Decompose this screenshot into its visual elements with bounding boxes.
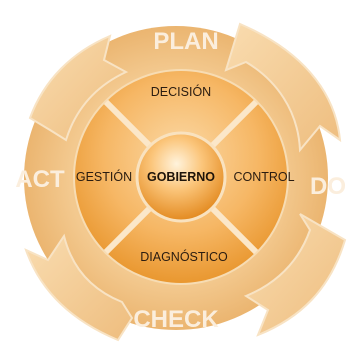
- label-act: ACT: [15, 166, 65, 193]
- cycle-arrow-top-right: [224, 22, 342, 153]
- cycle-arrow-bottom-left: [24, 233, 134, 342]
- segment-label-diagnostico: DIAGNÓSTICO: [140, 249, 228, 264]
- segment-label-gestion: GESTIÓN: [76, 169, 132, 184]
- center-circle: [135, 131, 227, 223]
- cycle-arrow-top-left: [28, 34, 129, 142]
- segment-label-control: CONTROL: [233, 170, 294, 184]
- inner-ring-outline: [73, 69, 289, 285]
- label-do: DO: [310, 173, 346, 200]
- label-plan: PLAN: [153, 28, 218, 55]
- label-check: CHECK: [133, 306, 219, 333]
- cycle-arrow-bottom-right: [243, 213, 347, 337]
- segment-label-decision: DECISIÓN: [151, 84, 211, 99]
- center-label-gobierno: GOBIERNO: [147, 170, 215, 184]
